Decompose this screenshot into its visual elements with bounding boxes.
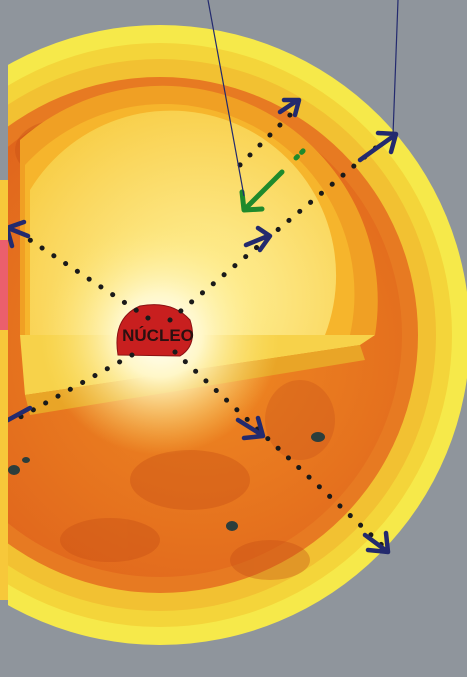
- leader-lines: [207, 0, 399, 197]
- outward-arrow-lower-left: [5, 405, 33, 423]
- leader-line-outward: [392, 0, 399, 136]
- path-left: [27, 237, 151, 321]
- sunspot: [22, 457, 30, 463]
- nucleus-core: [116, 304, 193, 357]
- path-top-short: [237, 112, 293, 168]
- left-page-strip-accent: [0, 240, 8, 330]
- outward-arrow-top-short: [277, 97, 302, 118]
- energy-paths: [12, 112, 388, 551]
- sunspot: [311, 432, 325, 442]
- sunspots: [8, 432, 325, 531]
- nucleus-label: NÚCLEO: [122, 326, 194, 345]
- outward-arrow-middle-lower: [235, 415, 266, 441]
- sunspot: [226, 521, 238, 531]
- sunspot: [8, 465, 20, 475]
- leader-line-inward: [207, 0, 245, 197]
- inward-arrow-green: [239, 147, 307, 213]
- outward-arrow-lower-right: [362, 530, 391, 555]
- path-lower-right: [172, 349, 388, 551]
- outward-arrow-upper-right: [357, 130, 399, 163]
- left-page-strip: [0, 180, 8, 600]
- outward-arrows: [4, 97, 399, 555]
- outward-arrow-middle-upper: [243, 225, 273, 253]
- path-upper-right: [167, 137, 388, 323]
- path-lower-left: [12, 352, 135, 423]
- sun-layers: [8, 25, 467, 645]
